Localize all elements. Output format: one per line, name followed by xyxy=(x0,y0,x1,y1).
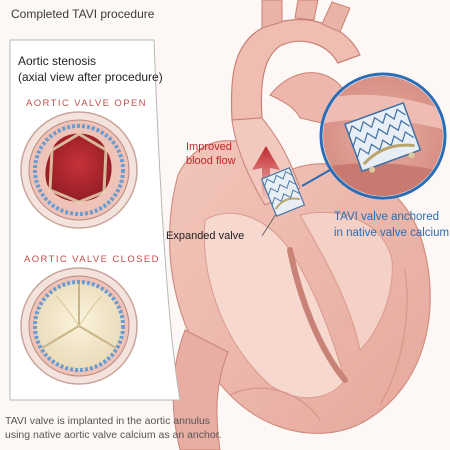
expanded-valve-stent xyxy=(260,167,306,217)
panel-subtitle: (axial view after procedure) xyxy=(18,70,163,84)
footer-caption-line2: using native aortic valve calcium as an … xyxy=(5,429,222,441)
zoom-inset xyxy=(319,72,447,200)
blood-flow-arrow xyxy=(252,146,280,200)
anchored-label: TAVI valve anchored xyxy=(334,211,440,223)
expanded-valve-label: Expanded valve xyxy=(166,230,245,242)
panel-title: Aortic stenosis xyxy=(18,54,97,68)
blood-flow-label-line2: blood flow xyxy=(186,155,236,167)
valve-closed-illustration xyxy=(20,267,138,385)
valve-closed-caption: AORTIC VALVE CLOSED xyxy=(24,254,160,265)
procedure-title: Completed TAVI procedure xyxy=(11,7,155,21)
valve-open-illustration xyxy=(20,111,138,229)
valve-open-caption: AORTIC VALVE OPEN xyxy=(26,98,147,109)
heart xyxy=(168,140,431,450)
blood-flow-label: Improved xyxy=(186,141,232,153)
anchored-label-line2: in native valve calcium xyxy=(334,227,450,239)
footer-caption: TAVI valve is implanted in the aortic an… xyxy=(5,415,211,427)
